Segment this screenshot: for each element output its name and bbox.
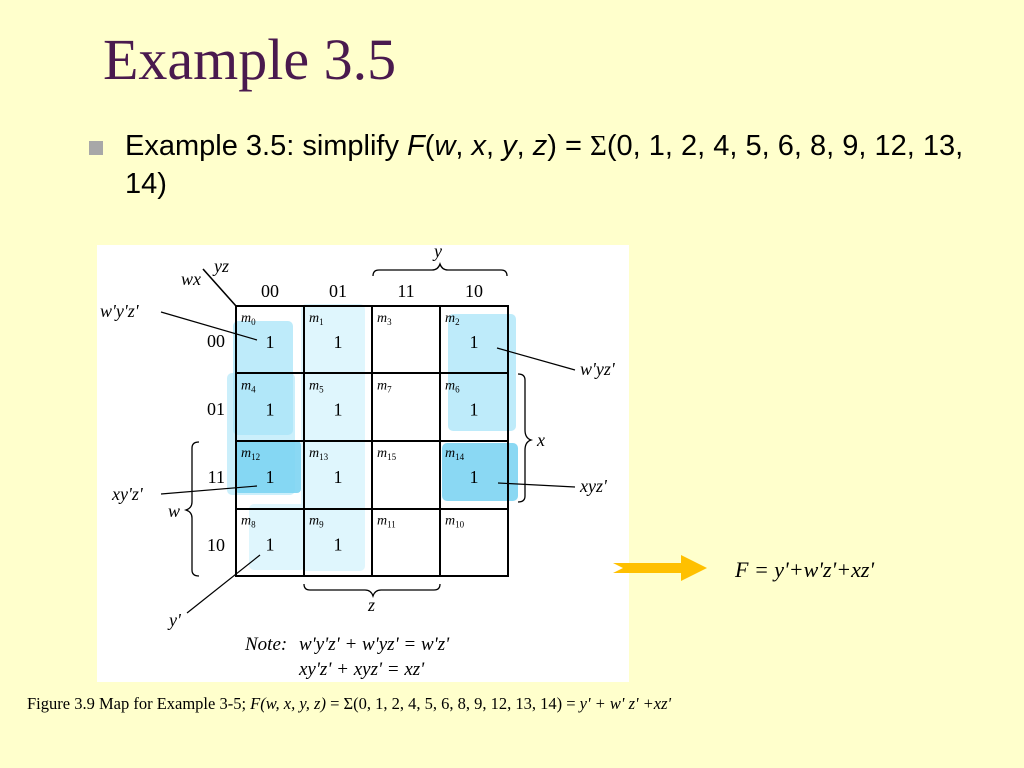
minterm-list: (0, 1, 2, 4, 5, 6, 8, 9, 12, 13, 14)	[125, 130, 964, 200]
minterm-label: m15	[377, 446, 397, 462]
row-header: 00	[207, 331, 225, 351]
brace-top	[372, 261, 508, 277]
var-x: x	[471, 130, 487, 162]
column-headers: 00 01 11 10	[261, 281, 483, 301]
group-xy-prime-z-prime	[235, 441, 301, 493]
kmap-cell: m11	[377, 514, 396, 530]
kmap-grid	[235, 305, 509, 577]
paren-close: ) =	[547, 130, 590, 162]
bullet-text: Example 3.5: simplify F(w, x, y, z) = Σ(…	[125, 127, 985, 203]
var-w: w	[434, 130, 456, 162]
brace-left	[183, 441, 200, 577]
row-header: 01	[207, 399, 225, 419]
braces	[183, 261, 534, 599]
cell-value: 1	[334, 400, 343, 420]
brace-label-z: z	[367, 595, 375, 615]
cell-value: 1	[470, 467, 479, 487]
minterm-label: m0	[241, 311, 256, 327]
cell-value: 1	[470, 332, 479, 352]
kmap-cell: m10	[445, 514, 465, 530]
corner-diagonal	[202, 268, 237, 307]
caption-func: F	[250, 694, 261, 713]
sep-1: ,	[455, 130, 472, 162]
minterm-label: m2	[445, 311, 460, 327]
caption-text-2: = Σ(0, 1, 2, 4, 5, 6, 8, 9, 12, 13, 14) …	[325, 694, 580, 713]
sigma-symbol: Σ	[589, 130, 607, 162]
var-z: z	[532, 130, 548, 162]
sep-2: ,	[486, 130, 503, 162]
caption-args: (w, x, y, z)	[260, 694, 326, 713]
leader-mid-left	[160, 485, 258, 495]
func-name: F	[407, 130, 425, 162]
group-label-bottom-left: y'	[167, 610, 182, 630]
var-y: y	[502, 130, 517, 162]
group-label-mid-left: xy'z'	[111, 484, 144, 504]
cell-value: 1	[266, 332, 275, 352]
note: Note: w'y'z' + w'yz' = w'z' xy'z' + xyz'…	[244, 634, 450, 680]
minterm-label: m7	[377, 379, 392, 395]
note-label: Note:	[244, 634, 287, 655]
minterm-label: m3	[377, 311, 392, 327]
bullet-square-icon	[89, 141, 103, 155]
corner-col-var: yz	[212, 256, 229, 276]
note-line-1: w'y'z' + w'yz' = w'z'	[299, 634, 450, 655]
brace-labels: y x z w	[168, 245, 545, 615]
cell-value: 1	[334, 467, 343, 487]
corner-row-var: wx	[181, 269, 201, 289]
brace-label-x: x	[536, 430, 545, 450]
slide-title: Example 3.5	[103, 27, 397, 92]
karnaugh-map-svg: yz wx 00 01 11 10 00 01 11 10 y x z w m0…	[100, 245, 616, 680]
row-header: 10	[207, 535, 225, 555]
minterm-label: m10	[445, 514, 465, 530]
group-labels: w'y'z' w'yz' xy'z' xyz' y'	[100, 301, 616, 630]
group-label-mid-right: xyz'	[579, 476, 608, 496]
figure-caption: Figure 3.9 Map for Example 3-5; F(w, x, …	[27, 694, 671, 714]
caption-text-1: Figure 3.9 Map for Example 3-5;	[27, 694, 251, 713]
col-header: 01	[329, 281, 347, 301]
result-expression: F = y'+w'z'+xz'	[735, 557, 875, 582]
leader-mid-right	[497, 482, 576, 488]
brace-right	[517, 373, 534, 503]
karnaugh-map-figure: yz wx 00 01 11 10 00 01 11 10 y x z w m0…	[97, 245, 629, 682]
sep-3: ,	[516, 130, 533, 162]
caption-expr: y' + w' z' +xz'	[579, 694, 672, 713]
cell-value: 1	[334, 332, 343, 352]
brace-label-y: y	[432, 245, 442, 261]
row-header: 11	[208, 467, 225, 487]
cell-value: 1	[470, 400, 479, 420]
leader-bottom-left	[186, 554, 261, 614]
note-line-2: xy'z' + xyz' = xz'	[298, 659, 425, 680]
group-y-prime-m8	[249, 504, 305, 570]
col-header: 11	[397, 281, 414, 301]
kmap-cell: m7	[377, 379, 392, 395]
paren-open: (	[424, 130, 435, 162]
cell-value: 1	[334, 535, 343, 555]
col-header: 00	[261, 281, 279, 301]
leader-top-right	[496, 347, 576, 371]
bullet-prefix: Example 3.5: simplify	[125, 130, 408, 162]
brace-bottom	[303, 583, 441, 599]
cell-value: 1	[266, 400, 275, 420]
kmap-cell: m3	[377, 311, 392, 327]
brace-label-w: w	[168, 501, 180, 521]
group-y-prime-col01	[301, 304, 365, 571]
right-arrow-icon	[613, 555, 707, 581]
group-label-top-left: w'y'z'	[100, 301, 140, 321]
leader-top-left	[160, 311, 258, 341]
row-headers: 00 01 11 10	[207, 331, 225, 555]
group-xyz-prime	[442, 443, 518, 501]
minterm-label: m11	[377, 514, 396, 530]
cell-value: 1	[266, 535, 275, 555]
col-header: 10	[465, 281, 483, 301]
kmap-cell: m15	[377, 446, 397, 462]
leader-lines	[160, 311, 576, 614]
group-label-top-right: w'yz'	[580, 359, 616, 379]
cell-value: 1	[266, 467, 275, 487]
